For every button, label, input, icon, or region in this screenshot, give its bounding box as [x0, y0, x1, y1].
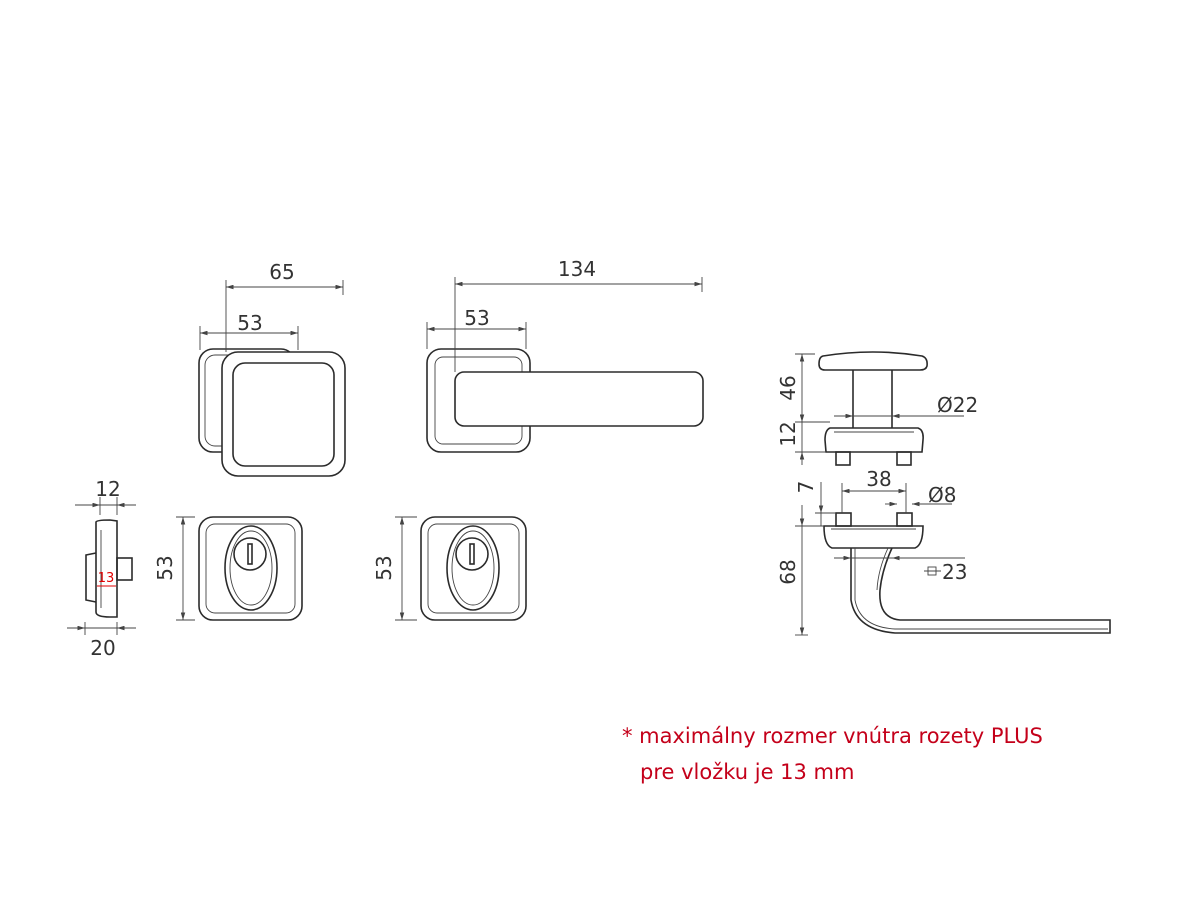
dim-13-red: 13: [98, 571, 115, 586]
dim-65: 65: [269, 260, 294, 284]
dim-134: 134: [558, 257, 596, 281]
dim-53-esc1: 53: [153, 555, 177, 580]
knob-front-view: 65 53: [198, 260, 346, 477]
dim-38: 38: [866, 467, 891, 491]
dim-53-esc2: 53: [372, 555, 396, 580]
lever-front-view: 134 53: [426, 257, 704, 453]
escutcheon-side-view: 12 20 13: [67, 477, 136, 660]
note-line-1: * maximálny rozmer vnútra rozety PLUS: [622, 724, 1043, 748]
escutcheon-front-2: 53: [372, 516, 527, 621]
note-line-2: pre vložku je 13 mm: [640, 760, 855, 784]
dim-7: 7: [794, 481, 818, 494]
dim-square-23: 23: [942, 560, 967, 584]
dim-53-lever: 53: [464, 306, 489, 330]
dim-12: 12: [95, 477, 120, 501]
escutcheon-front-1: 53: [153, 516, 303, 621]
dim-68: 68: [776, 559, 800, 584]
dim-46: 46: [776, 375, 800, 400]
dim-12-rose: 12: [776, 421, 800, 446]
dim-20: 20: [90, 636, 115, 660]
dim-53: 53: [237, 311, 262, 335]
side-profile-view: 46 12 Ø22 7 38 Ø8 68 23: [776, 351, 1111, 636]
dim-diameter-8: Ø8: [928, 483, 956, 507]
dim-diameter-22: Ø22: [937, 393, 978, 417]
